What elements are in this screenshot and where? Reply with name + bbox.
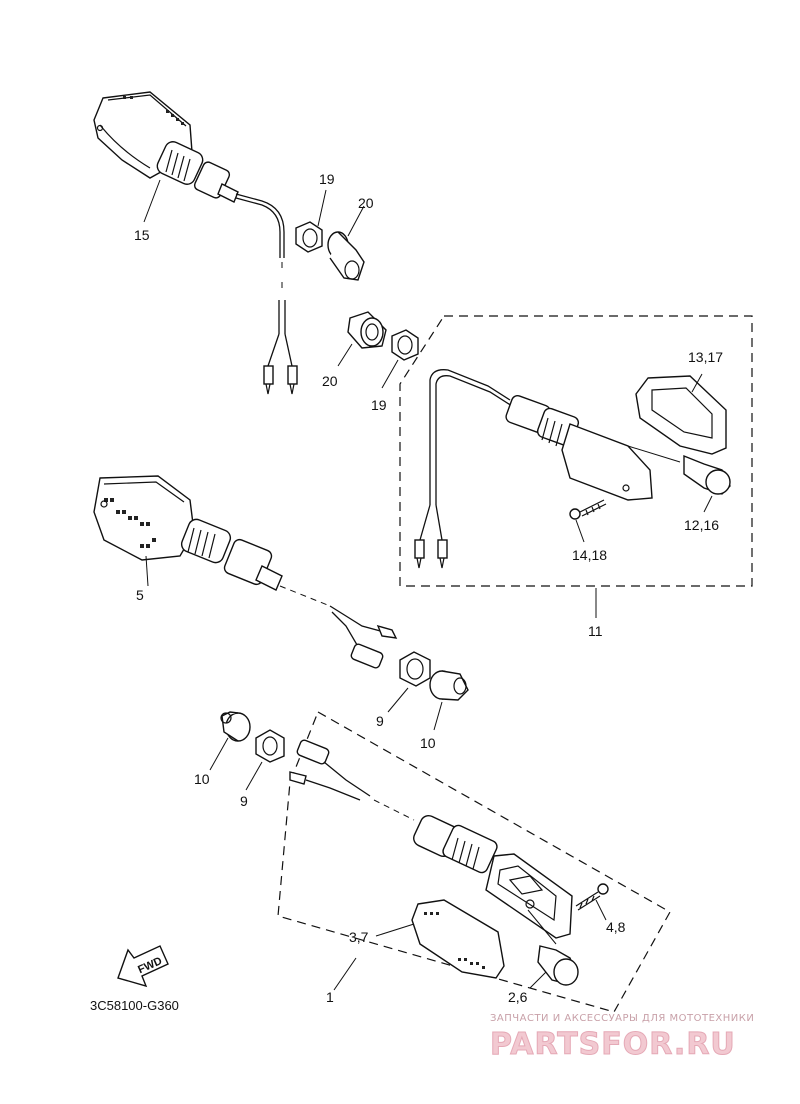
leader-lines: [143, 179, 713, 991]
watermark-logo: PARTSFOR.RU: [490, 1027, 736, 1062]
turn-signal-1[interactable]: [289, 739, 573, 945]
callout-9-right: 9: [376, 713, 384, 729]
bulb-2-6[interactable]: [537, 945, 579, 986]
lens-3-7[interactable]: [411, 899, 505, 979]
callout-20-middle: 20: [322, 373, 338, 389]
callout-19-top: 19: [319, 171, 335, 187]
nut-9-left[interactable]: [255, 729, 285, 763]
watermark-tagline: ЗАПЧАСТИ И АКСЕССУАРЫ ДЛЯ МОТОТЕХНИКИ: [490, 1013, 754, 1024]
callout-11: 11: [588, 623, 603, 639]
grommet-10-right[interactable]: [429, 670, 469, 701]
bulb-12-16[interactable]: [683, 454, 731, 495]
callout-19-middle: 19: [371, 397, 387, 413]
turn-signal-15[interactable]: [93, 91, 298, 395]
watermark: ЗАПЧАСТИ И АКСЕССУАРЫ ДЛЯ МОТОТЕХНИКИ PA…: [490, 1013, 754, 1063]
callout-2-6: 2,6: [508, 989, 528, 1005]
drawing-code: 3C58100-G360: [90, 998, 179, 1013]
turn-signal-11[interactable]: [414, 369, 681, 569]
grommet-10-left[interactable]: [220, 711, 251, 742]
callout-9-left: 9: [240, 793, 248, 809]
callout-10-left: 10: [194, 771, 210, 787]
callout-14-18: 14,18: [572, 547, 607, 563]
callout-5: 5: [136, 587, 144, 603]
screw-14-18[interactable]: [569, 499, 607, 520]
callout-20-top: 20: [358, 195, 374, 211]
callout-10-right: 10: [420, 735, 436, 751]
screw-4-8[interactable]: [575, 883, 609, 911]
grommet-20-top[interactable]: [327, 231, 365, 281]
callout-4-8: 4,8: [606, 919, 626, 935]
turn-signal-5[interactable]: [93, 475, 398, 669]
callout-15: 15: [134, 227, 150, 243]
callout-13-17: 13,17: [688, 349, 723, 365]
assembly-11-outline: [399, 315, 753, 587]
grommet-20-middle[interactable]: [347, 311, 387, 349]
nut-9-right[interactable]: [399, 651, 431, 687]
callout-3-7: 3,7: [349, 929, 369, 945]
callout-12-16: 12,16: [684, 517, 719, 533]
lens-13-17[interactable]: [635, 375, 727, 455]
assembly-1-outline: [277, 711, 671, 1013]
forward-direction-arrow: FWD: [117, 945, 169, 988]
nut-19-middle[interactable]: [391, 329, 419, 361]
nut-19-top[interactable]: [295, 221, 323, 253]
callout-1: 1: [326, 989, 334, 1005]
